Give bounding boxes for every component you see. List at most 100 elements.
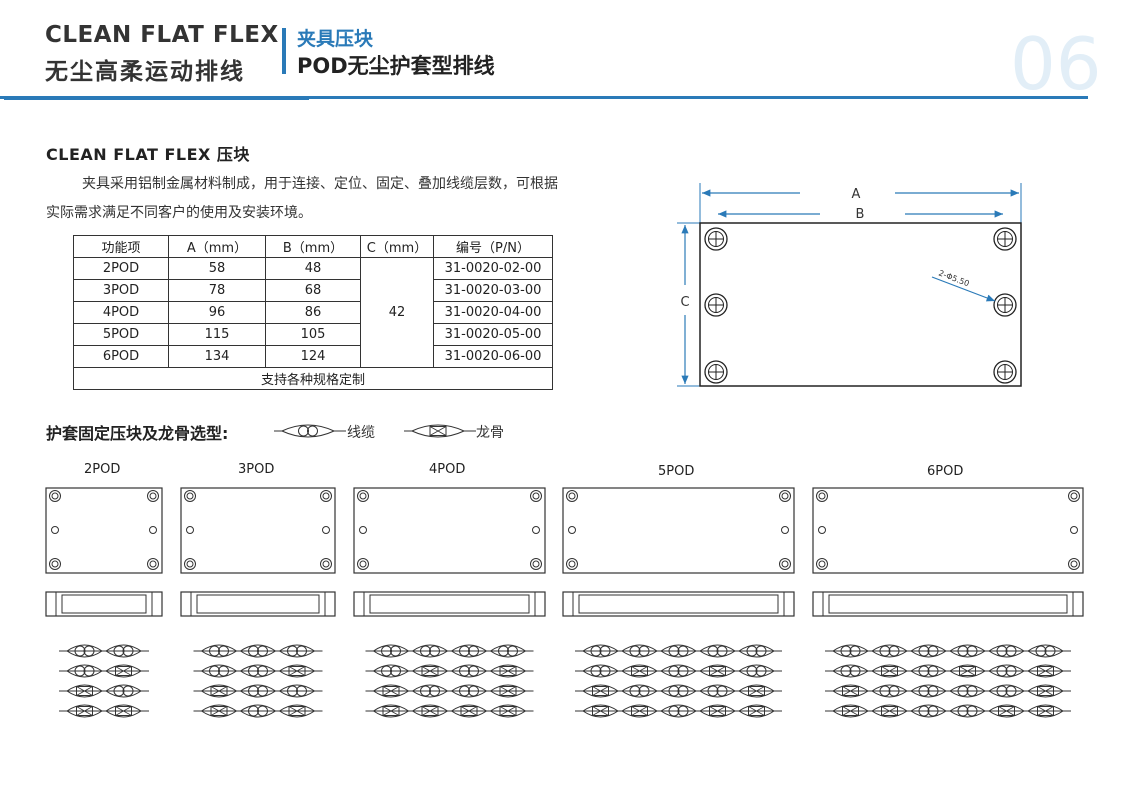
hole-inner-icon xyxy=(781,560,789,568)
hole-inner-icon xyxy=(149,560,157,568)
brand-name-en: CLEAN FLAT FLEX xyxy=(45,22,279,48)
pod-plate xyxy=(353,487,546,574)
cable-symbol xyxy=(621,684,658,698)
hole-icon xyxy=(816,490,828,502)
keel-symbol xyxy=(489,664,527,678)
header-rule-accent xyxy=(4,96,309,100)
brand-name-cn: 无尘高柔运动排线 xyxy=(45,59,245,85)
section-subtitle: POD无尘护套型排线 xyxy=(297,54,495,78)
cable-symbol xyxy=(832,664,869,678)
keel-symbol xyxy=(832,704,869,718)
cable-symbol xyxy=(239,664,277,678)
hole-icon xyxy=(322,526,330,534)
hole-icon xyxy=(568,526,576,534)
cable-symbol xyxy=(988,664,1025,678)
keel-symbol xyxy=(621,704,658,718)
table-row: 4POD 96 86 31-0020-04-00 xyxy=(73,301,553,324)
hole-icon xyxy=(1068,558,1080,570)
keel-symbol xyxy=(489,704,527,718)
table-header-row: 功能项 A（mm） B（mm） C（mm） 编号（P/N） xyxy=(73,235,553,258)
cable-symbol xyxy=(910,664,947,678)
table-row: 6POD 134 124 31-0020-06-00 xyxy=(73,345,553,368)
hole-inner-icon xyxy=(568,492,576,500)
th-c: C（mm） xyxy=(360,235,434,258)
hole-icon xyxy=(816,558,828,570)
keel-symbol xyxy=(699,664,736,678)
hole-icon xyxy=(779,558,791,570)
hole-icon xyxy=(566,490,578,502)
pod-label: 4POD xyxy=(429,462,466,477)
cable-symbol xyxy=(871,644,908,658)
keel-symbol xyxy=(699,704,736,718)
cable-symbol xyxy=(489,644,527,658)
cell-b: 68 xyxy=(265,279,361,302)
hole-inner-icon xyxy=(51,560,59,568)
keel-symbol xyxy=(450,704,488,718)
cable-symbol xyxy=(450,644,488,658)
hole-inner-icon xyxy=(818,492,826,500)
cell-pn: 31-0020-04-00 xyxy=(433,301,553,324)
keel-symbol xyxy=(1027,704,1064,718)
cable-symbol xyxy=(582,644,619,658)
hole-icon xyxy=(186,526,194,534)
cell-b: 124 xyxy=(265,345,361,368)
cell-name: 6POD xyxy=(73,345,169,368)
hole-icon xyxy=(779,490,791,502)
hole-icon xyxy=(149,526,157,534)
table-row: 3POD 78 68 31-0020-03-00 xyxy=(73,279,553,302)
cable-symbol xyxy=(1027,644,1064,658)
cell-name: 4POD xyxy=(73,301,169,324)
cable-legend-icon xyxy=(274,424,346,438)
pod-label: 5POD xyxy=(658,464,695,479)
pod-plate xyxy=(45,487,163,574)
cable-symbol xyxy=(450,664,488,678)
pod-plate xyxy=(562,487,795,574)
cell-pn: 31-0020-03-00 xyxy=(433,279,553,302)
clamp-drawing: 2-Φ5.50 A B C xyxy=(677,183,1022,387)
keel-symbol xyxy=(410,424,466,438)
hole-icon xyxy=(320,490,332,502)
cable-symbol xyxy=(66,644,103,658)
cable-symbol xyxy=(738,664,775,678)
th-a: A（mm） xyxy=(168,235,266,258)
hole-icon xyxy=(51,526,59,534)
hole-icon xyxy=(1068,490,1080,502)
hole-inner-icon xyxy=(532,560,540,568)
table-row: 5POD 115 105 31-0020-05-00 xyxy=(73,323,553,346)
hole-icon xyxy=(49,558,61,570)
hole-icon xyxy=(320,558,332,570)
hole-inner-icon xyxy=(186,492,194,500)
hole-inner-icon xyxy=(322,492,330,500)
keel-symbol xyxy=(949,664,986,678)
pod-plate xyxy=(180,487,336,574)
cable-symbol xyxy=(660,664,697,678)
cell-b: 48 xyxy=(265,257,361,280)
hole-inner-icon xyxy=(322,560,330,568)
hole-icon xyxy=(532,526,540,534)
pod-profile-slot xyxy=(828,594,1068,614)
keel-symbol xyxy=(372,704,410,718)
hole-icon xyxy=(566,558,578,570)
cable-symbol xyxy=(949,704,986,718)
cable-symbol xyxy=(988,684,1025,698)
cell-a: 58 xyxy=(168,257,266,280)
cable-symbol xyxy=(105,684,142,698)
header-divider xyxy=(282,28,286,74)
pod-diagram xyxy=(562,487,795,718)
keel-symbol xyxy=(372,684,410,698)
table-row: 2POD 58 48 42 31-0020-02-00 xyxy=(73,257,553,368)
hole-icon xyxy=(184,558,196,570)
cable-symbol xyxy=(280,424,336,438)
pod-diagram xyxy=(180,487,336,718)
cable-symbol xyxy=(278,684,316,698)
cell-a: 115 xyxy=(168,323,266,346)
spec-table: 功能项 A（mm） B（mm） C（mm） 编号（P/N） 2POD 58 48… xyxy=(73,235,553,390)
hole-inner-icon xyxy=(359,492,367,500)
keel-symbol xyxy=(200,704,238,718)
cable-symbol xyxy=(949,684,986,698)
hole-inner-icon xyxy=(51,492,59,500)
cable-symbol xyxy=(660,704,697,718)
cable-symbol xyxy=(200,644,238,658)
cell-name: 3POD xyxy=(73,279,169,302)
cell-a: 134 xyxy=(168,345,266,368)
